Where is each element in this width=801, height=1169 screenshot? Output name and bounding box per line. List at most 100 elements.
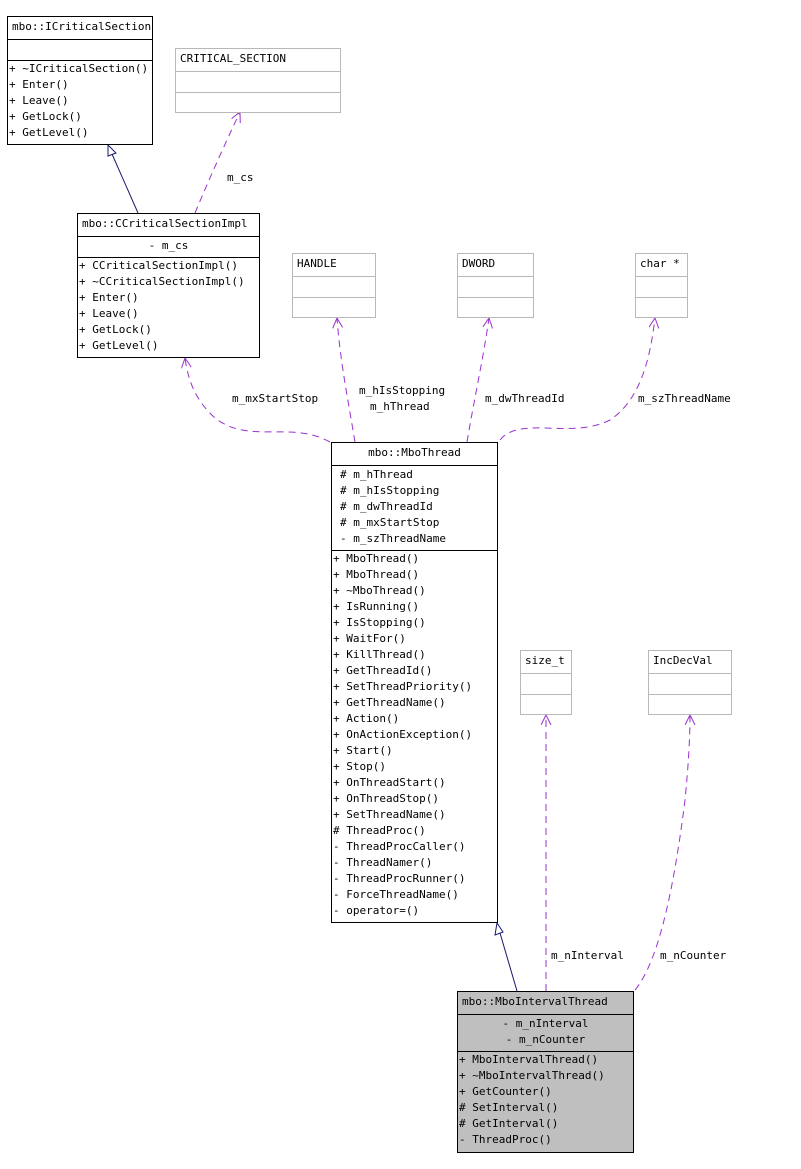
edge-inherit-interval-mbothread	[494, 921, 518, 992]
class-handle: HANDLE	[292, 253, 376, 318]
class-icriticalsection: mbo::ICriticalSection + ~ICriticalSectio…	[7, 16, 153, 145]
methods-section	[649, 694, 731, 715]
method: + MboIntervalThread()	[459, 1053, 599, 1066]
class-char-pointer: char *	[635, 253, 688, 318]
method: + Enter()	[79, 291, 139, 304]
method: + OnActionException()	[333, 728, 473, 741]
method: + ~CCriticalSectionImpl()	[79, 275, 245, 288]
class-name: IncDecVal	[653, 654, 713, 667]
class-name: char *	[640, 257, 680, 270]
method: + SetThreadPriority()	[333, 680, 473, 693]
class-mbothread: mbo::MboThread # m_hThread # m_hIsStoppi…	[331, 442, 498, 923]
method: + IsRunning()	[333, 600, 420, 613]
method: + GetLock()	[79, 323, 152, 336]
method: + GetLock()	[9, 110, 82, 123]
attributes-section	[293, 276, 375, 297]
class-name: CRITICAL_SECTION	[180, 52, 286, 65]
class-size-t: size_t	[520, 650, 572, 715]
method: + MboThread()	[333, 568, 420, 581]
attribute: # m_mxStartStop	[340, 516, 440, 529]
attributes-section	[176, 71, 340, 92]
method: + Leave()	[79, 307, 139, 320]
class-mbointervalthread: mbo::MboIntervalThread - m_nInterval - m…	[457, 991, 634, 1153]
attributes-section	[8, 39, 152, 60]
edge-label-m-hisstopping: m_hIsStopping	[359, 384, 446, 397]
method: + CCriticalSectionImpl()	[79, 259, 238, 272]
method: - ForceThreadName()	[333, 888, 459, 901]
class-name: mbo::ICriticalSection	[12, 20, 152, 33]
method: + GetThreadName()	[333, 696, 446, 709]
attribute: # m_hIsStopping	[340, 484, 440, 497]
method: + WaitFor()	[333, 632, 406, 645]
method: + GetLevel()	[79, 339, 159, 352]
method: + Leave()	[9, 94, 69, 107]
attributes-section	[521, 673, 571, 694]
method: - ThreadNamer()	[333, 856, 433, 869]
class-name: DWORD	[462, 257, 496, 270]
method: + Action()	[333, 712, 400, 725]
methods-section	[458, 297, 533, 318]
class-name: mbo::MboIntervalThread	[462, 995, 608, 1008]
methods-section	[636, 297, 687, 318]
edge-label-m-mxstartstop: m_mxStartStop	[232, 392, 319, 405]
method: + ~MboThread()	[333, 584, 426, 597]
attribute: - m_nInterval	[502, 1017, 589, 1030]
method: + Stop()	[333, 760, 386, 773]
attributes-section: - m_cs	[78, 236, 259, 257]
edge-m-ncounter	[634, 715, 690, 991]
method: - ThreadProcRunner()	[333, 872, 466, 885]
method: - ThreadProcCaller()	[333, 840, 466, 853]
class-ccriticalsectionimpl: mbo::CCriticalSectionImpl - m_cs + CCrit…	[77, 213, 260, 358]
method: + IsStopping()	[333, 616, 426, 629]
method: + ~ICriticalSection()	[9, 62, 149, 75]
method: + ~MboIntervalThread()	[459, 1069, 605, 1082]
attribute: - m_nCounter	[505, 1033, 586, 1046]
edge-m-dwthreadid	[466, 318, 489, 443]
edge-label-m-szthreadname: m_szThreadName	[638, 392, 731, 405]
edge-inherit-ccritical-icritical	[107, 143, 139, 214]
class-dword: DWORD	[457, 253, 534, 318]
method: + KillThread()	[333, 648, 426, 661]
method: + GetCounter()	[459, 1085, 552, 1098]
method: + Start()	[333, 744, 393, 757]
methods-section: + MboIntervalThread() + ~MboIntervalThre…	[458, 1051, 633, 1148]
method: + MboThread()	[333, 552, 420, 565]
attributes-section: - m_nInterval - m_nCounter	[458, 1014, 633, 1051]
attribute: # m_dwThreadId	[340, 500, 433, 513]
method: - ThreadProc()	[459, 1133, 552, 1146]
class-name: HANDLE	[297, 257, 337, 270]
edge-m-szthreadname	[499, 318, 655, 441]
edge-label-m-cs: m_cs	[227, 171, 254, 184]
attribute: # m_hThread	[340, 468, 413, 481]
method: + GetThreadId()	[333, 664, 433, 677]
methods-section: + MboThread() + MboThread() + ~MboThread…	[332, 550, 497, 919]
methods-section	[293, 297, 375, 318]
methods-section: + ~ICriticalSection() + Enter() + Leave(…	[8, 60, 152, 141]
attribute: - m_cs	[148, 239, 189, 252]
method: - operator=()	[333, 904, 420, 917]
method: + Enter()	[9, 78, 69, 91]
methods-section: + CCriticalSectionImpl() + ~CCriticalSec…	[78, 257, 259, 354]
method: # SetInterval()	[459, 1101, 559, 1114]
edge-label-m-ncounter: m_nCounter	[660, 949, 727, 962]
method: + OnThreadStop()	[333, 792, 439, 805]
method: + SetThreadName()	[333, 808, 446, 821]
edge-label-m-hthread: m_hThread	[370, 400, 430, 413]
method: # ThreadProc()	[333, 824, 426, 837]
method: + GetLevel()	[9, 126, 89, 139]
methods-section	[176, 92, 340, 113]
class-critical-section: CRITICAL_SECTION	[175, 48, 341, 113]
edge-label-m-dwthreadid: m_dwThreadId	[485, 392, 565, 405]
edge-label-m-ninterval: m_nInterval	[551, 949, 624, 962]
attributes-section	[636, 276, 687, 297]
attribute: - m_szThreadName	[340, 532, 446, 545]
edge-m-mxstartstop	[185, 358, 331, 443]
method: + OnThreadStart()	[333, 776, 446, 789]
class-name: mbo::CCriticalSectionImpl	[82, 217, 248, 230]
attributes-section	[649, 673, 731, 694]
attributes-section: # m_hThread # m_hIsStopping # m_dwThread…	[332, 465, 497, 550]
method: # GetInterval()	[459, 1117, 559, 1130]
attributes-section	[458, 276, 533, 297]
